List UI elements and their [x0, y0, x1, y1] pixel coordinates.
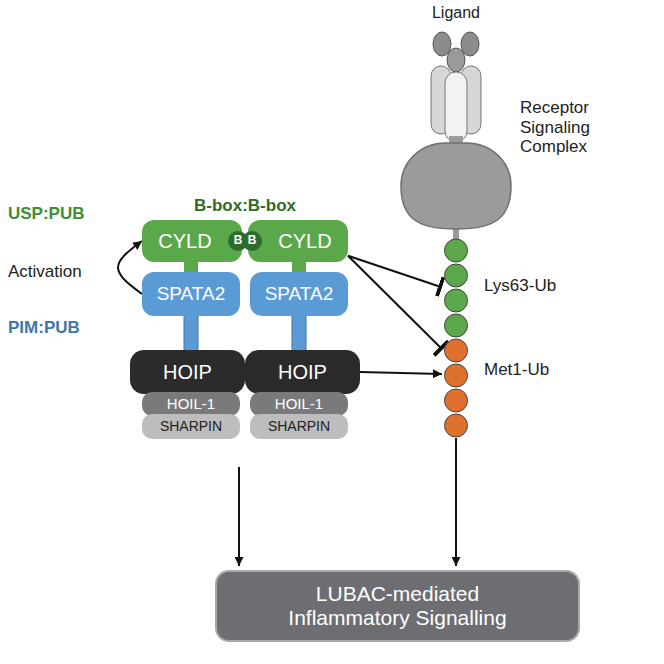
node-heading: Met1-Ub: [484, 360, 574, 380]
node-label: B: [248, 234, 257, 248]
hoil1-box: HOIL-1: [142, 392, 240, 416]
node-label: HOIL-1: [167, 395, 215, 412]
node-label: SPATA2: [157, 283, 226, 305]
arrow-connector: [360, 372, 442, 374]
spata2-box: SPATA2: [142, 272, 240, 316]
cyld-box: CYLDB: [142, 220, 242, 262]
sharpin-box: SHARPIN: [250, 414, 348, 439]
ubiquitin-chain: [444, 338, 468, 438]
receptor-complex: Receptor Signaling Complex: [400, 142, 512, 230]
ubiquitin-bead: [445, 414, 468, 437]
ubiquitin-bead: [445, 389, 468, 412]
process-label: Activation: [8, 262, 82, 282]
node-label: SHARPIN: [268, 418, 330, 434]
node-label: SHARPIN: [160, 418, 222, 434]
node-label: LUBAC-mediated Inflammatory Signalling: [274, 582, 522, 630]
node-heading: Lys63-Ub: [484, 276, 574, 296]
ubiquitin-bead: [445, 264, 468, 287]
met1-chain: Met1-Ub: [444, 338, 468, 438]
node-label: CYLD: [278, 230, 331, 253]
arrow-connector: [238, 467, 240, 566]
arrow-connector: [455, 438, 457, 566]
node-label: SPATA2: [265, 283, 334, 305]
cyld-box: CYLD B: [248, 220, 348, 262]
hoil1-box: HOIL-1: [250, 392, 348, 416]
receptor-stalk: [453, 228, 459, 240]
node-label: CYLD: [158, 230, 211, 253]
lys63-chain: Lys63-Ub: [444, 238, 468, 338]
ubiquitin-bead: [445, 314, 468, 337]
ligand-label: Ligand: [432, 4, 480, 22]
node-label: HOIP: [163, 361, 212, 384]
ubiquitin-bead: [445, 364, 468, 387]
receptor-shape: [400, 142, 512, 230]
interface-label: USP:PUB: [8, 204, 85, 224]
ubiquitin-bead: [445, 289, 468, 312]
hoip-box: HOIP: [130, 350, 245, 394]
inhibition-connector: [348, 256, 440, 287]
ubiquitin-bead: [445, 239, 468, 262]
ligand-subunit: [433, 32, 451, 56]
interface-label: PIM:PUB: [8, 318, 80, 338]
arrow-connector: [118, 241, 142, 294]
inhibition-connector: [348, 256, 441, 348]
node-label: HOIL-1: [275, 395, 323, 412]
ubiquitin-bead: [445, 339, 468, 362]
receptor-chain: [445, 72, 467, 142]
hoip-box: HOIP: [245, 350, 360, 394]
bbox-circle: B: [242, 231, 262, 251]
outcome-box: LUBAC-mediated Inflammatory Signalling: [215, 570, 580, 642]
node-label: HOIP: [278, 361, 327, 384]
spata2-box: SPATA2: [250, 272, 348, 316]
node-heading: Receptor Signaling Complex: [520, 98, 612, 157]
ligand-subunit: [447, 48, 465, 72]
receptor-body: [401, 143, 511, 229]
sharpin-box: SHARPIN: [142, 414, 240, 439]
ubiquitin-chain: [444, 238, 468, 338]
interface-label: B-box:B-box: [194, 196, 296, 216]
ligand-subunit: [461, 32, 479, 56]
